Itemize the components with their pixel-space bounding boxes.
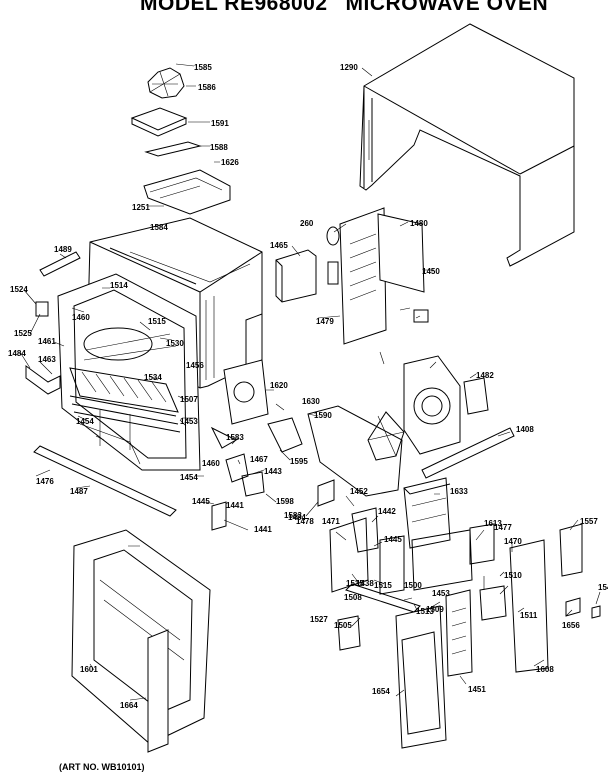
part-label: 1513 bbox=[416, 607, 434, 616]
part-label: 1465 bbox=[270, 241, 288, 250]
center-components bbox=[210, 207, 429, 531]
part-label: 1505 bbox=[334, 621, 352, 630]
part-label: 1585 bbox=[194, 63, 212, 72]
part-label: 1608 bbox=[536, 665, 554, 674]
part-label: 1620 bbox=[270, 381, 288, 390]
part-label: 1453 bbox=[432, 589, 450, 598]
part-label: 1450 bbox=[422, 267, 440, 276]
part-label: 1470 bbox=[504, 537, 522, 546]
part-label: 1590 bbox=[314, 411, 332, 420]
part-label: 1476 bbox=[36, 477, 54, 486]
part-label: 1510 bbox=[504, 571, 522, 580]
part-label: 1487 bbox=[70, 487, 88, 496]
model-label: MODEL RE968002 bbox=[140, 0, 328, 15]
part-label: 1588 bbox=[210, 143, 228, 152]
part-label: 1583 bbox=[226, 433, 244, 442]
leader-lines bbox=[19, 63, 601, 701]
part-label: 1460 bbox=[72, 313, 90, 322]
part-label: 1445 bbox=[192, 497, 210, 506]
part-label: 1601 bbox=[80, 665, 98, 674]
part-label: 1524 bbox=[10, 285, 28, 294]
part-label: 1453 bbox=[180, 417, 198, 426]
part-label: 1471 bbox=[322, 517, 340, 526]
part-label: 1451 bbox=[468, 685, 486, 694]
part-label: 1460 bbox=[202, 459, 220, 468]
diagram-title: MODEL RE968002 MICROWAVE OVEN bbox=[140, 0, 548, 16]
part-label: 1535 bbox=[346, 579, 364, 588]
left-small-parts bbox=[25, 251, 177, 517]
transformer-area bbox=[329, 477, 473, 651]
part-label: 1586 bbox=[198, 83, 216, 92]
part-label: 1509 bbox=[426, 605, 444, 614]
part-label: 1583 bbox=[284, 511, 302, 520]
part-label: 1454 bbox=[180, 473, 198, 482]
part-label: 1598 bbox=[276, 497, 294, 506]
part-label: 1633 bbox=[450, 487, 468, 496]
part-label: 1584 bbox=[150, 223, 168, 232]
part-label: 1591 bbox=[211, 119, 229, 128]
art-number: (ART NO. WB10101) bbox=[59, 762, 145, 772]
part-label: 1441 bbox=[254, 525, 272, 534]
part-label: 1654 bbox=[372, 687, 390, 696]
part-label: 1482 bbox=[476, 371, 494, 380]
part-label: 260 bbox=[300, 219, 314, 228]
part-label: 1480 bbox=[410, 219, 428, 228]
part-label: 1408 bbox=[516, 425, 534, 434]
part-label: 1514 bbox=[110, 281, 128, 290]
part-label: 1515 bbox=[374, 581, 392, 590]
part-label: 1664 bbox=[120, 701, 138, 710]
part-label: 1626 bbox=[221, 158, 239, 167]
part-label: 1595 bbox=[290, 457, 308, 466]
part-label: 1484 bbox=[288, 513, 306, 522]
part-labels: 1585 1586 1591 1588 1626 1251 1290 1584 … bbox=[8, 63, 608, 710]
part-label: 1461 bbox=[38, 337, 56, 346]
part-label: 1438 bbox=[356, 579, 374, 588]
part-label: 1527 bbox=[310, 615, 328, 624]
part-label: 1477 bbox=[494, 523, 512, 532]
part-label: 1525 bbox=[14, 329, 32, 338]
part-label: 1443 bbox=[264, 467, 282, 476]
outer-cabinet bbox=[359, 23, 575, 267]
stirrer-assembly bbox=[130, 67, 231, 215]
part-label: 1467 bbox=[250, 455, 268, 464]
part-label: 1484 bbox=[8, 349, 26, 358]
part-label: 1613 bbox=[484, 519, 502, 528]
part-label: 1508 bbox=[344, 593, 362, 602]
control-panel-parts bbox=[395, 523, 601, 749]
part-label: 1534 bbox=[144, 373, 162, 382]
part-label: 1530 bbox=[166, 339, 184, 348]
part-label: 1557 bbox=[580, 517, 598, 526]
part-label: 1507 bbox=[180, 395, 198, 404]
part-label: 1251 bbox=[132, 203, 150, 212]
part-label: 1656 bbox=[562, 621, 580, 630]
door-assembly bbox=[71, 529, 211, 753]
part-label: 1441 bbox=[226, 501, 244, 510]
front-frame bbox=[57, 273, 201, 471]
part-label: 1511 bbox=[520, 611, 538, 620]
part-label: 1463 bbox=[38, 355, 56, 364]
part-label: 1456 bbox=[186, 361, 204, 370]
part-label: 1290 bbox=[340, 63, 358, 72]
part-label: 1442 bbox=[378, 507, 396, 516]
part-label: 1454 bbox=[76, 417, 94, 426]
part-label: 1515 bbox=[148, 317, 166, 326]
part-label: 1630 bbox=[302, 397, 320, 406]
part-label: 1489 bbox=[54, 245, 72, 254]
product-label: MICROWAVE OVEN bbox=[345, 0, 549, 15]
part-label: 1478 bbox=[296, 517, 314, 526]
fan-bracket bbox=[307, 355, 515, 497]
part-label: 1500 bbox=[404, 581, 422, 590]
part-label: 1452 bbox=[350, 487, 368, 496]
part-label: 1543 bbox=[598, 583, 608, 592]
part-label: 1445 bbox=[384, 535, 402, 544]
part-label: 1479 bbox=[316, 317, 334, 326]
